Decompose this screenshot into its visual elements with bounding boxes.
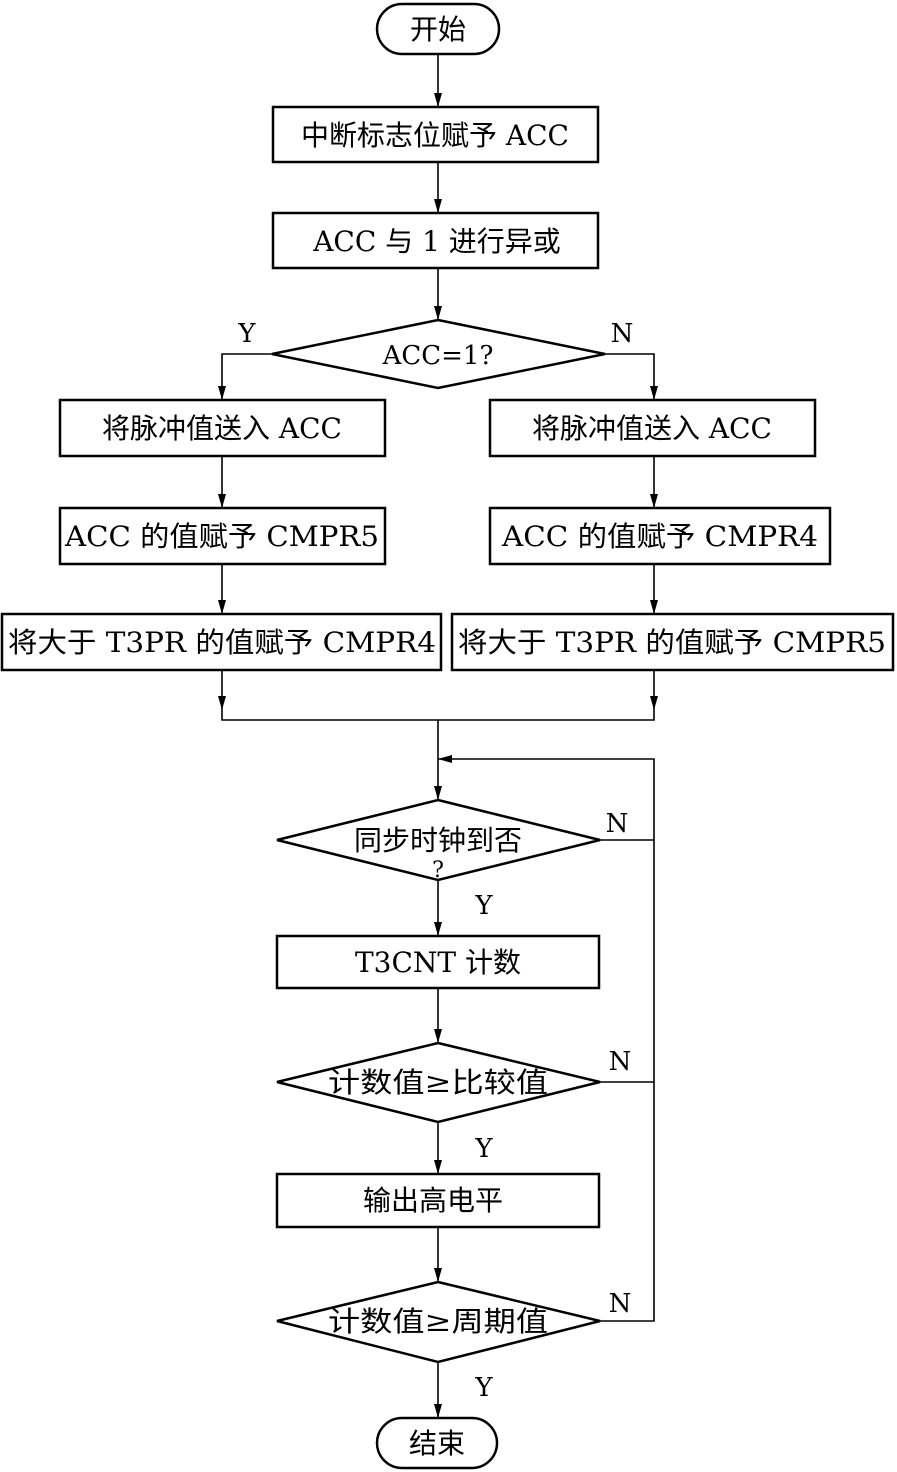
edge-label-yes: Y <box>474 1134 493 1164</box>
start-node: 开始 <box>375 2 501 56</box>
edge-label-no: N <box>611 319 634 349</box>
edge-label-no: N <box>609 1289 632 1319</box>
arrowhead <box>434 1268 442 1282</box>
process-node: 中断标志位赋予 ACC <box>271 105 600 164</box>
end-label: 结束 <box>409 1427 465 1460</box>
process-label: 中断标志位赋予 ACC <box>301 119 569 152</box>
decision-label: 同步时钟到否 <box>354 824 522 857</box>
process-node: 将大于 T3PR 的值赋予 CMPR5 <box>450 612 895 672</box>
edge-decision-no <box>605 353 655 400</box>
arrowhead <box>438 755 452 763</box>
decision-label-suffix: ? <box>432 858 444 883</box>
arrowhead <box>434 1029 442 1043</box>
process-label: 将大于 T3PR 的值赋予 CMPR4 <box>8 626 436 659</box>
process-node: ACC 的值赋予 CMPR5 <box>58 506 387 566</box>
edge-label-no: N <box>606 809 629 839</box>
decision-diamond <box>276 1280 601 1364</box>
arrowhead <box>434 1160 442 1174</box>
process-node: 将大于 T3PR 的值赋予 CMPR4 <box>0 612 443 672</box>
arrowhead <box>650 600 658 614</box>
process-node: 将脉冲值送入 ACC <box>488 398 817 458</box>
arrowhead <box>434 922 442 936</box>
edge-label-yes: Y <box>237 319 256 349</box>
process-label: 将脉冲值送入 ACC <box>102 412 342 445</box>
process-box <box>275 934 601 990</box>
process-label: ACC 的值赋予 CMPR4 <box>501 520 818 553</box>
arrowhead <box>218 386 226 400</box>
edge-labels: Y N N Y N Y N Y <box>237 319 633 1403</box>
decision-diamond <box>271 318 606 390</box>
process-label: 将脉冲值送入 ACC <box>532 412 772 445</box>
decision-diamond <box>276 1041 601 1124</box>
start-label: 开始 <box>410 13 466 46</box>
arrowhead <box>650 494 658 508</box>
decision-label: ACC=1? <box>382 341 494 371</box>
process-node: ACC 与 1 进行异或 <box>271 211 600 270</box>
start-terminal <box>375 2 501 56</box>
edge-merge <box>221 670 655 721</box>
decision-label: 计数值≥周期值 <box>328 1305 548 1338</box>
decision-node: ACC=1? <box>271 318 606 390</box>
arrowhead <box>218 600 226 614</box>
process-box <box>58 398 387 458</box>
process-node: 将脉冲值送入 ACC <box>58 398 387 458</box>
arrowhead <box>434 199 442 213</box>
process-label: T3CNT 计数 <box>355 946 521 979</box>
edge-decision-yes <box>221 353 272 400</box>
arrowhead <box>650 696 658 710</box>
end-terminal <box>375 1416 499 1470</box>
process-node: T3CNT 计数 <box>275 934 601 990</box>
arrowhead <box>434 786 442 800</box>
edge-label-yes: Y <box>474 1373 493 1403</box>
process-node: 输出高电平 <box>275 1172 601 1229</box>
decision-node: 计数值≥比较值 <box>276 1041 601 1124</box>
process-box <box>58 506 387 566</box>
decision-diamond <box>276 798 601 882</box>
process-box <box>271 105 600 164</box>
decision-node: 计数值≥周期值 <box>276 1280 601 1364</box>
process-box <box>271 211 600 270</box>
end-node: 结束 <box>375 1416 499 1470</box>
process-box <box>488 506 832 566</box>
process-box <box>450 612 895 672</box>
process-label: ACC 与 1 进行异或 <box>312 225 561 258</box>
arrowhead <box>218 696 226 710</box>
edge-label-yes: Y <box>474 891 493 921</box>
process-label: 输出高电平 <box>363 1184 503 1217</box>
arrowhead <box>434 306 442 320</box>
arrowheads <box>218 93 658 1418</box>
arrowhead <box>218 494 226 508</box>
decision-node: 同步时钟到否 ? <box>276 798 601 883</box>
process-box <box>0 612 443 672</box>
decision-label: 计数值≥比较值 <box>328 1066 548 1099</box>
process-node: ACC 的值赋予 CMPR4 <box>488 506 832 566</box>
arrowhead <box>434 93 442 107</box>
arrowhead <box>434 1404 442 1418</box>
arrowhead <box>650 386 658 400</box>
process-label: ACC 的值赋予 CMPR5 <box>64 520 379 553</box>
edge-loop-back <box>438 758 655 1322</box>
process-box <box>488 398 817 458</box>
edge-label-no: N <box>609 1047 632 1077</box>
process-label: 将大于 T3PR 的值赋予 CMPR5 <box>458 626 886 659</box>
process-box <box>275 1172 601 1229</box>
